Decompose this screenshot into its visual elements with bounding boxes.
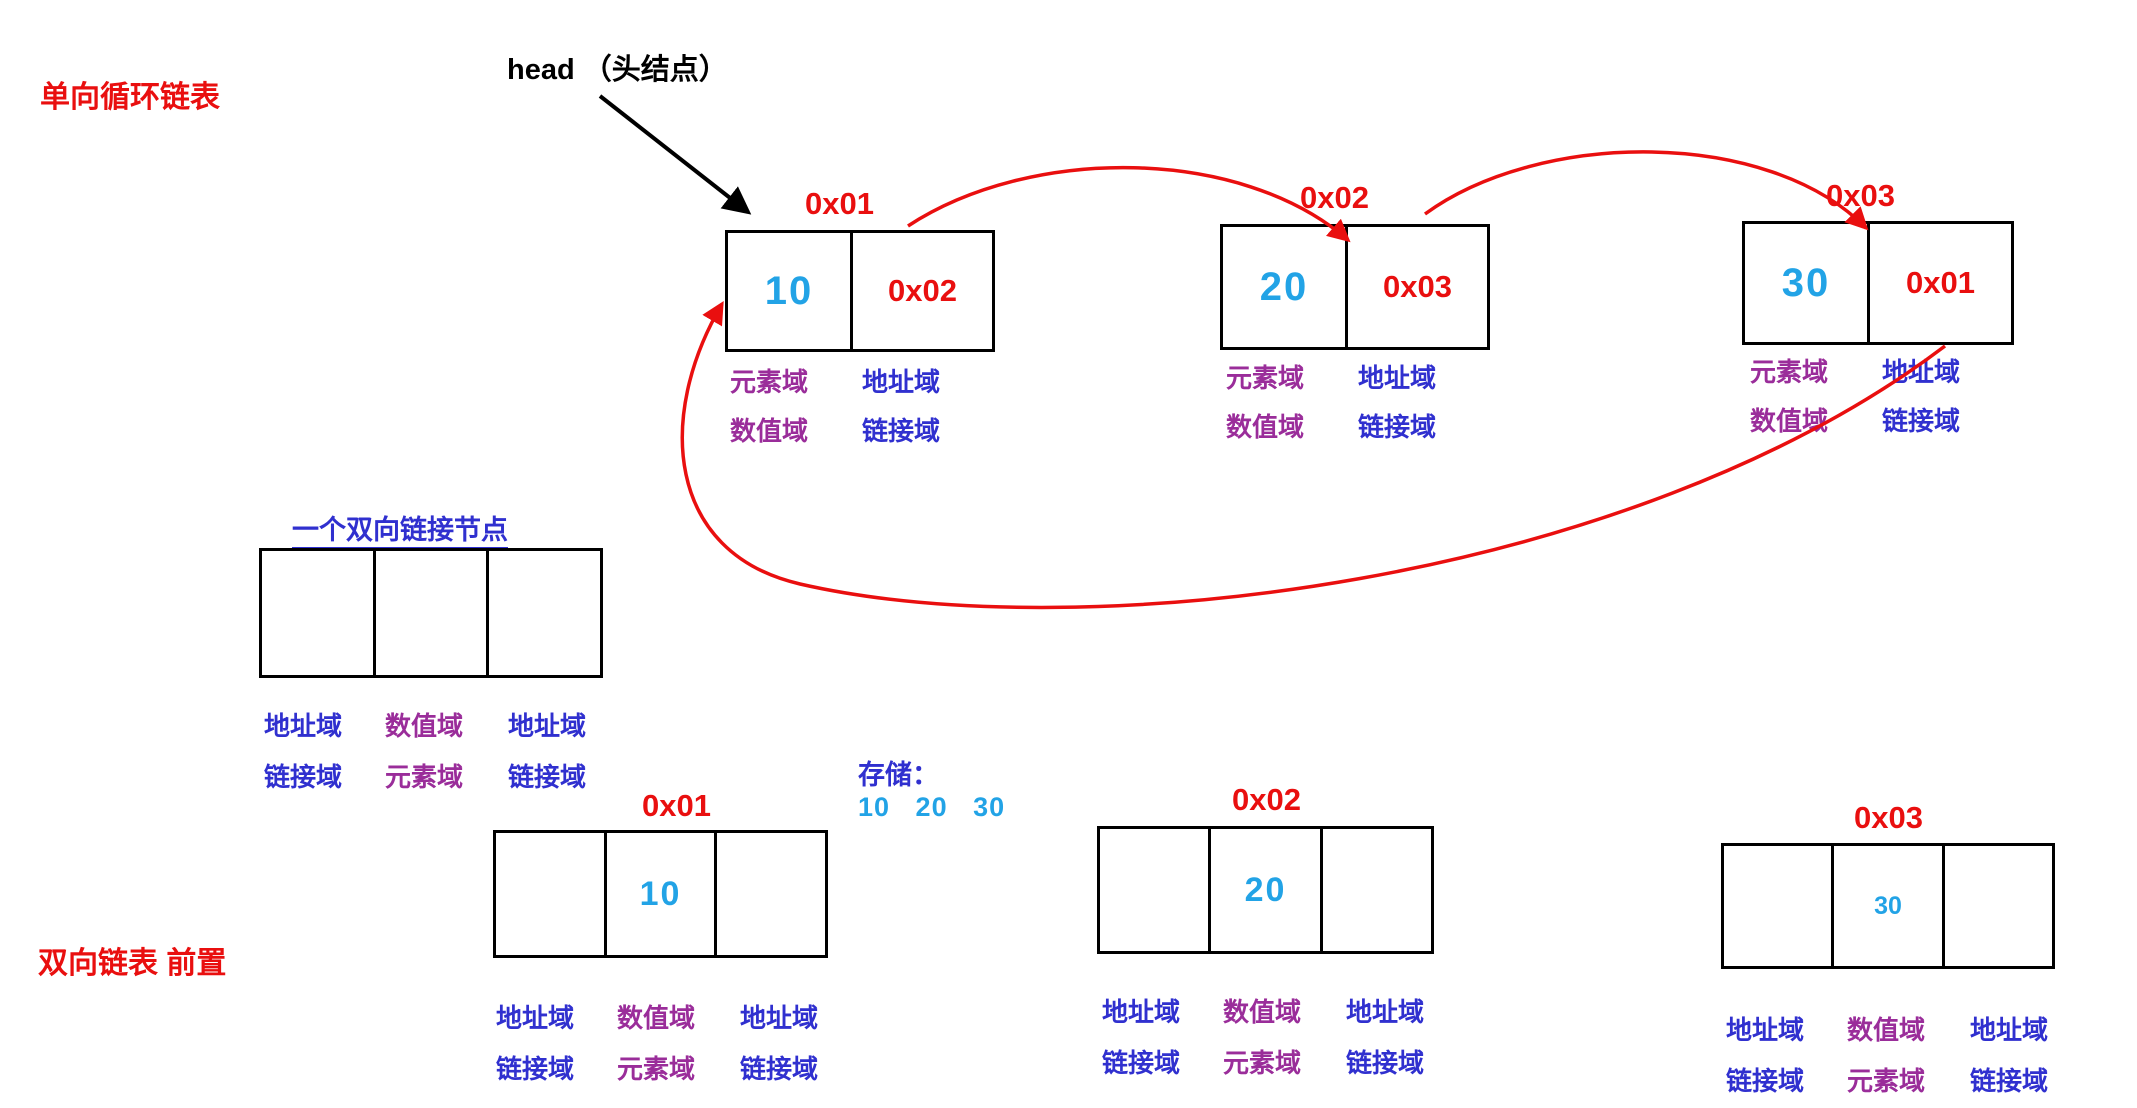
- doubly-node2-value: 20: [1244, 870, 1287, 909]
- address-domain-label: 地址域: [1726, 1015, 1805, 1045]
- doubly-node3-value: 30: [1874, 891, 1902, 920]
- doubly-node1-value-cell: 10: [607, 833, 718, 955]
- address-domain-label: 地址域: [496, 1003, 575, 1033]
- doubly-node3-prev-cell: [1724, 846, 1835, 966]
- singly-node1-next-cell: 0x02: [853, 233, 992, 349]
- link-domain-label: 链接域: [1970, 1066, 2049, 1096]
- doubly-node-title-wrap: 一个双向链接节点: [292, 508, 508, 550]
- doubly-node1-next-cell: [717, 833, 825, 955]
- value-domain-label: 数值域: [1226, 412, 1305, 442]
- doubly-node-box: [259, 548, 603, 678]
- doubly-node1-value: 10: [639, 874, 682, 913]
- doubly-node3-next-cell: [1945, 846, 2052, 966]
- singly-node3-address: 0x03: [1826, 178, 1895, 213]
- address-domain-label: 地址域: [1358, 363, 1437, 393]
- doubly-list-title: 双向链表 前置: [38, 947, 227, 980]
- head-pointer-label: head （头结点）: [507, 54, 728, 86]
- element-domain-label: 元素域: [1750, 357, 1829, 387]
- doubly-node-prev-cell: [262, 551, 376, 675]
- singly-node2-address: 0x02: [1300, 180, 1369, 215]
- singly-node1-address: 0x01: [805, 186, 874, 221]
- value-domain-label: 数值域: [1223, 997, 1302, 1027]
- value-domain-label: 数值域: [1847, 1015, 1926, 1045]
- doubly-node2-next-cell: [1323, 829, 1431, 951]
- singly-node3-value: 30: [1781, 260, 1831, 305]
- doubly-node2-prev-cell: [1100, 829, 1212, 951]
- doubly-node-3: 30: [1721, 843, 2055, 969]
- singly-node-1: 10 0x02: [725, 230, 995, 352]
- singly-circular-list-title: 单向循环链表: [40, 81, 220, 114]
- link-domain-label: 链接域: [264, 762, 343, 792]
- doubly-node-1: 10: [493, 830, 828, 958]
- doubly-node3-field-labels: 地址域 数值域 地址域 链接域 元素域 链接域: [1726, 1010, 2048, 1098]
- address-domain-label: 地址域: [740, 1003, 819, 1033]
- address-domain-label: 地址域: [264, 711, 343, 741]
- link-domain-label: 链接域: [740, 1054, 819, 1084]
- link-domain-label: 链接域: [1726, 1066, 1805, 1096]
- element-domain-label: 元素域: [1226, 363, 1305, 393]
- singly-node1-value: 10: [764, 268, 814, 313]
- storage-note: 存储： 10 20 30: [828, 722, 1005, 854]
- value-domain-label: 数值域: [730, 416, 809, 446]
- doubly-node-title: 一个双向链接节点: [292, 515, 508, 550]
- element-domain-label: 元素域: [1223, 1048, 1302, 1078]
- singly-node1-next-pointer: 0x02: [888, 273, 957, 308]
- doubly-node3-value-cell: 30: [1834, 846, 1945, 966]
- link-domain-label: 链接域: [1882, 406, 1961, 436]
- doubly-node2-address: 0x02: [1232, 782, 1301, 817]
- singly-node1-value-cell: 10: [728, 233, 853, 349]
- doubly-node-field-labels: 地址域 数值域 地址域 链接域 元素域 链接域: [264, 706, 586, 794]
- doubly-node1-field-labels: 地址域 数值域 地址域 链接域 元素域 链接域: [496, 998, 818, 1086]
- link-domain-label: 链接域: [1346, 1048, 1425, 1078]
- value-domain-label: 数值域: [385, 711, 464, 741]
- storage-label: 存储：: [858, 760, 940, 790]
- doubly-node-value-cell: [376, 551, 490, 675]
- element-domain-label: 元素域: [1847, 1066, 1926, 1096]
- singly-node2-value-cell: 20: [1223, 227, 1348, 347]
- singly-node-3: 30 0x01: [1742, 221, 2014, 345]
- singly-node1-field-labels: 元素域 地址域 数值域 链接域: [730, 362, 940, 448]
- link-domain-label: 链接域: [496, 1054, 575, 1084]
- doubly-node2-field-labels: 地址域 数值域 地址域 链接域 元素域 链接域: [1102, 992, 1424, 1080]
- doubly-node2-value-cell: 20: [1211, 829, 1323, 951]
- singly-node3-next-pointer: 0x01: [1906, 265, 1975, 300]
- link-domain-label: 链接域: [1358, 412, 1437, 442]
- link-domain-label: 链接域: [508, 762, 587, 792]
- element-domain-label: 元素域: [385, 762, 464, 792]
- address-domain-label: 地址域: [1346, 997, 1425, 1027]
- singly-node2-next-cell: 0x03: [1348, 227, 1487, 347]
- doubly-node1-prev-cell: [496, 833, 607, 955]
- singly-node3-value-cell: 30: [1745, 224, 1870, 342]
- singly-node2-field-labels: 元素域 地址域 数值域 链接域: [1226, 358, 1436, 444]
- value-domain-label: 数值域: [1750, 406, 1829, 436]
- address-domain-label: 地址域: [1882, 357, 1961, 387]
- singly-node2-value: 20: [1259, 264, 1309, 309]
- doubly-node3-address: 0x03: [1854, 800, 1923, 835]
- singly-node2-next-pointer: 0x03: [1383, 269, 1452, 304]
- element-domain-label: 元素域: [730, 367, 809, 397]
- value-domain-label: 数值域: [617, 1003, 696, 1033]
- address-domain-label: 地址域: [1970, 1015, 2049, 1045]
- arrow-node2-to-node3: [1423, 150, 1869, 231]
- singly-node3-next-cell: 0x01: [1870, 224, 2011, 342]
- link-domain-label: 链接域: [1102, 1048, 1181, 1078]
- singly-node3-field-labels: 元素域 地址域 数值域 链接域: [1750, 352, 1960, 438]
- element-domain-label: 元素域: [617, 1054, 696, 1084]
- address-domain-label: 地址域: [862, 367, 941, 397]
- storage-values: 10 20 30: [858, 792, 1006, 822]
- address-domain-label: 地址域: [508, 711, 587, 741]
- head-arrow: [598, 94, 752, 215]
- link-domain-label: 链接域: [862, 416, 941, 446]
- doubly-node-next-cell: [489, 551, 600, 675]
- singly-node-2: 20 0x03: [1220, 224, 1490, 350]
- address-domain-label: 地址域: [1102, 997, 1181, 1027]
- doubly-node1-address: 0x01: [642, 788, 711, 823]
- doubly-node-2: 20: [1097, 826, 1434, 954]
